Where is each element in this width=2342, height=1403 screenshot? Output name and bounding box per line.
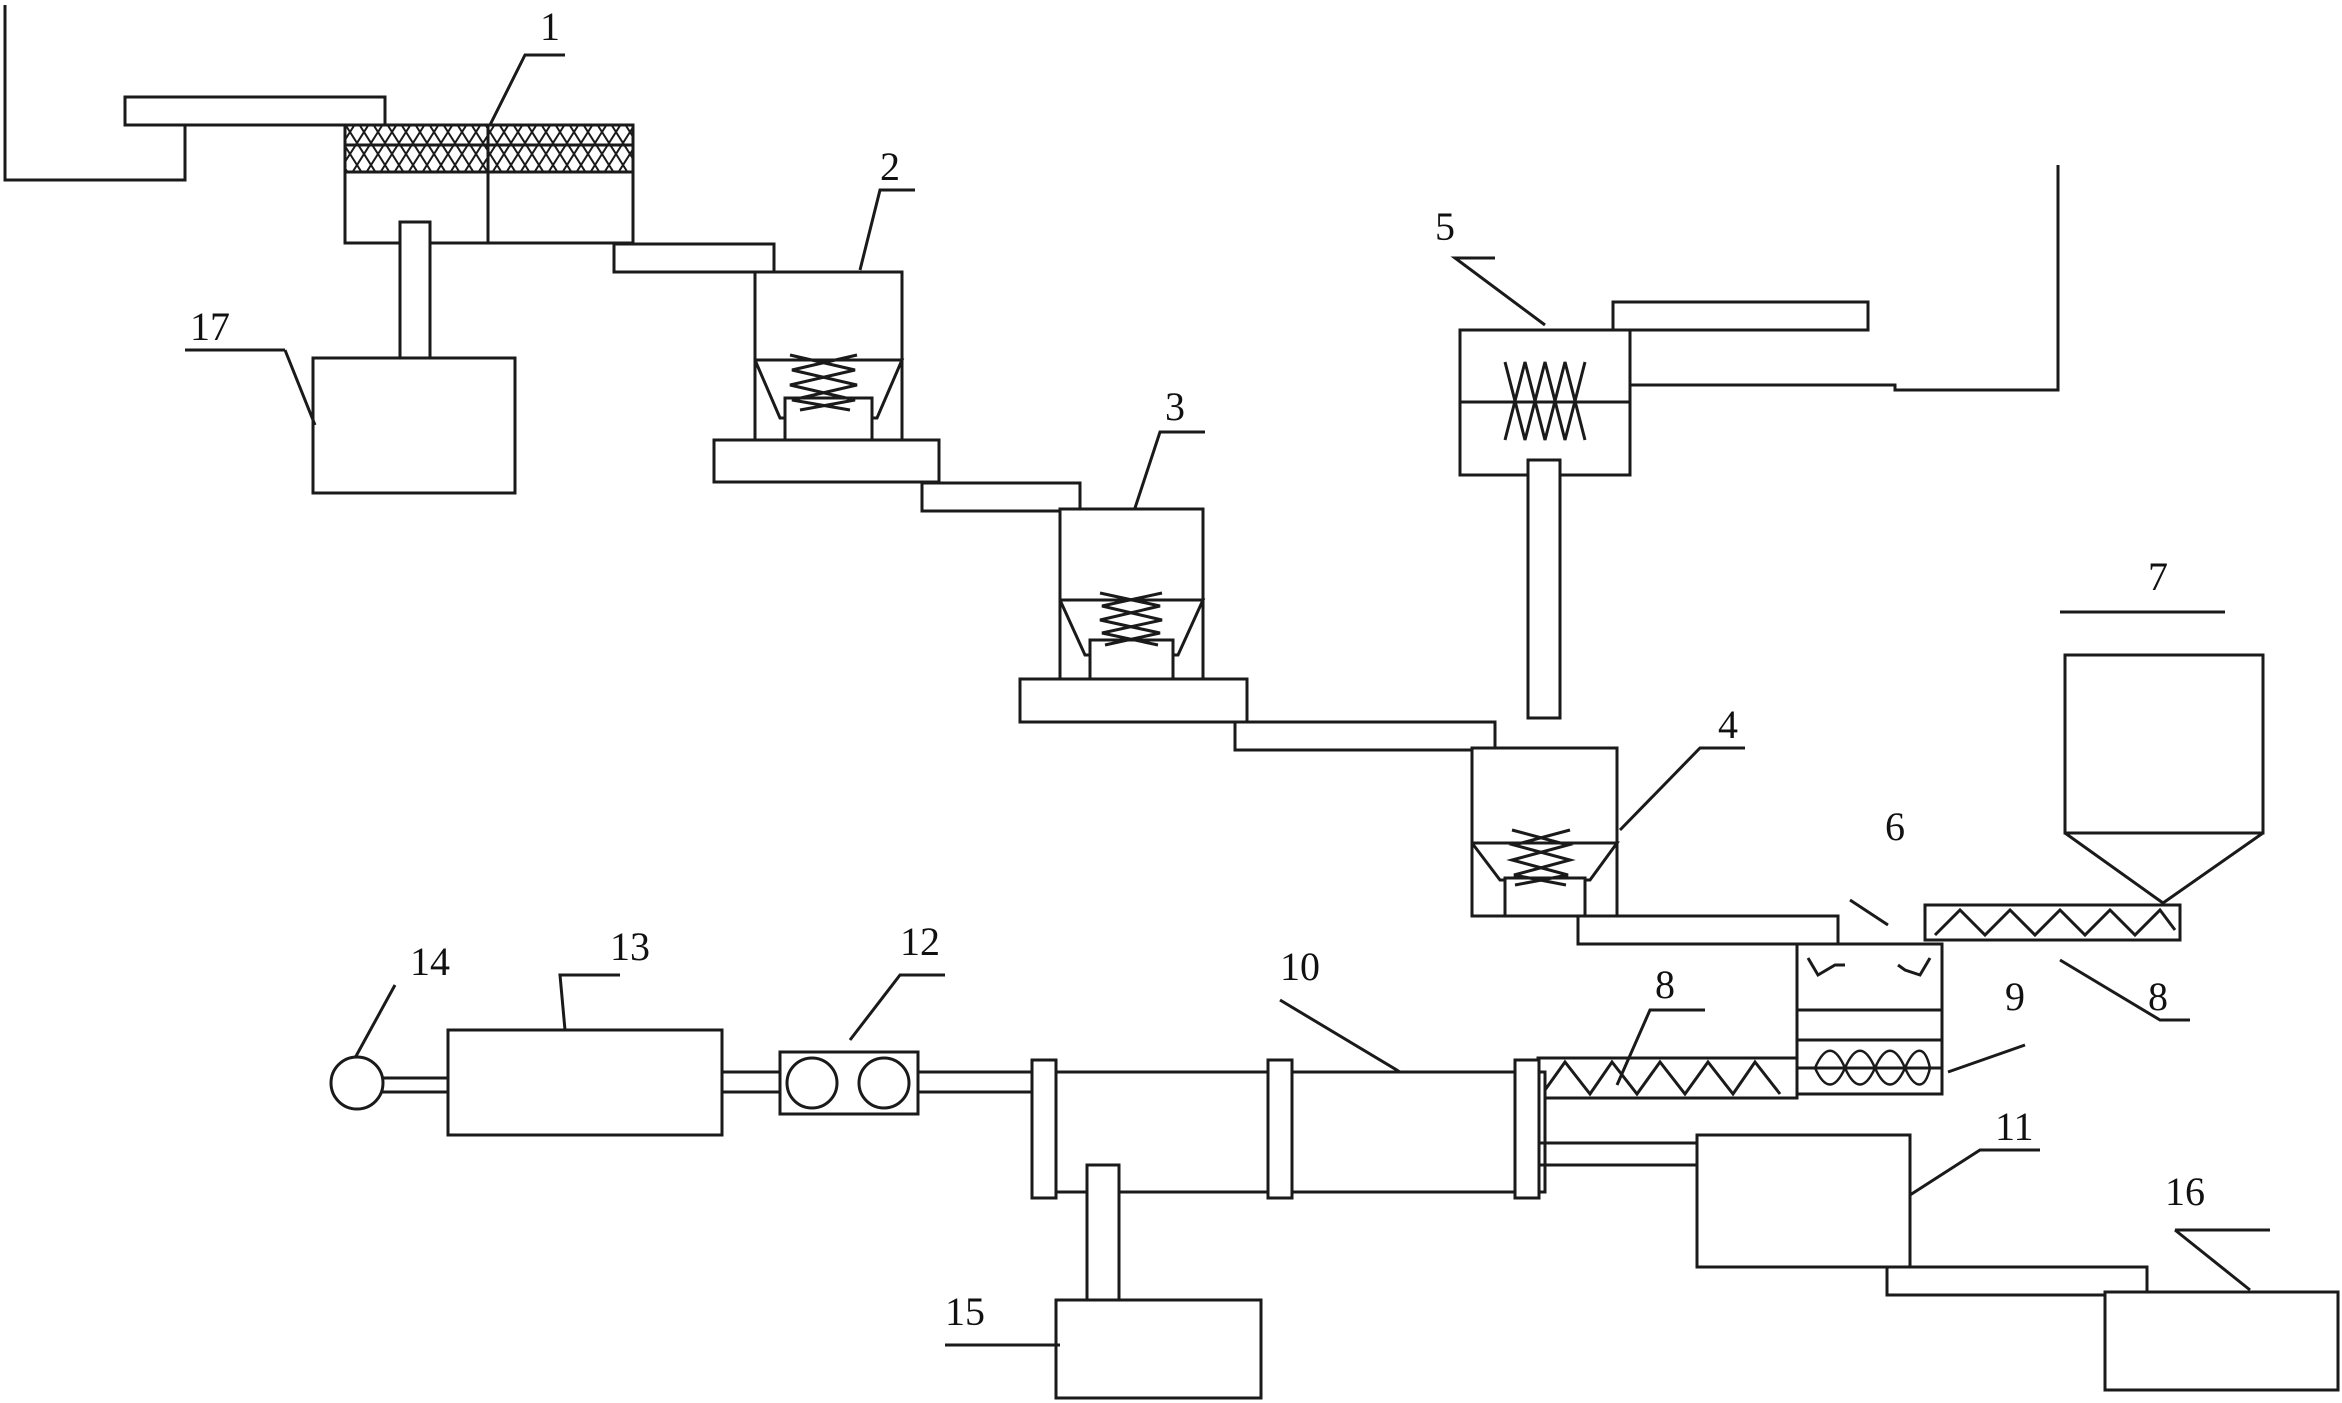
conveyor-feed-1 <box>123 95 387 127</box>
exhaust-duct <box>378 1070 1032 1094</box>
equipment-5-crusher <box>1458 328 1632 477</box>
label-10: 10 <box>1280 944 1320 989</box>
conveyor-5-down <box>1526 458 1562 720</box>
label-7: 7 <box>2148 554 2168 599</box>
label-5: 5 <box>1435 204 1455 249</box>
label-14: 14 <box>410 939 450 984</box>
label-13: 13 <box>610 924 650 969</box>
equipment-16-storage <box>2103 1290 2340 1392</box>
equipment-6-mixer <box>1795 942 1944 1096</box>
conveyor-1-to-2 <box>612 242 776 274</box>
equipment-7-silo <box>2063 653 2265 905</box>
conveyor-feed-1-outline <box>123 95 387 127</box>
ground-line-right <box>1611 165 2060 392</box>
screw-conveyor-8-bottom <box>1536 1056 1799 1100</box>
label-17: 17 <box>190 304 230 349</box>
equipment-1-screen <box>343 123 635 245</box>
label-9: 9 <box>2005 974 2025 1019</box>
equipment-10-kiln <box>1030 1058 1547 1200</box>
equipment-2-crusher <box>712 270 941 484</box>
conveyor-2-to-3 <box>920 481 1082 513</box>
equipment-12-fan <box>778 1050 920 1116</box>
label-15: 15 <box>945 1289 985 1334</box>
label-8a: 8 <box>1655 962 1675 1007</box>
equipment-3-crusher <box>1018 507 1249 724</box>
label-1: 1 <box>540 4 560 49</box>
label-12: 12 <box>900 919 940 964</box>
kiln-outlet-duct <box>1539 1141 1697 1167</box>
equipment-17-bin <box>311 356 517 495</box>
label-16: 16 <box>2165 1169 2205 1214</box>
label-8b: 8 <box>2148 974 2168 1019</box>
label-2: 2 <box>880 144 900 189</box>
equipment-13-dust-collector <box>446 1028 724 1137</box>
conveyor-feed-5 <box>1611 300 1870 332</box>
label-6: 6 <box>1885 804 1905 849</box>
leader-lines <box>185 53 2270 1347</box>
conveyor-4-to-6 <box>1576 914 1840 946</box>
label-3: 3 <box>1165 384 1185 429</box>
screw-conveyor-8-top <box>1923 903 2182 942</box>
label-4: 4 <box>1718 702 1738 747</box>
equipment-15-bin <box>1054 1298 1263 1400</box>
equipment-11-cooler <box>1695 1133 1912 1269</box>
conveyor-3-to-4 <box>1233 720 1497 752</box>
equipment-14-stack <box>329 1055 385 1111</box>
label-11: 11 <box>1995 1104 2034 1149</box>
ground-line-left <box>3 5 385 182</box>
equipment-4-crusher <box>1470 746 1620 918</box>
